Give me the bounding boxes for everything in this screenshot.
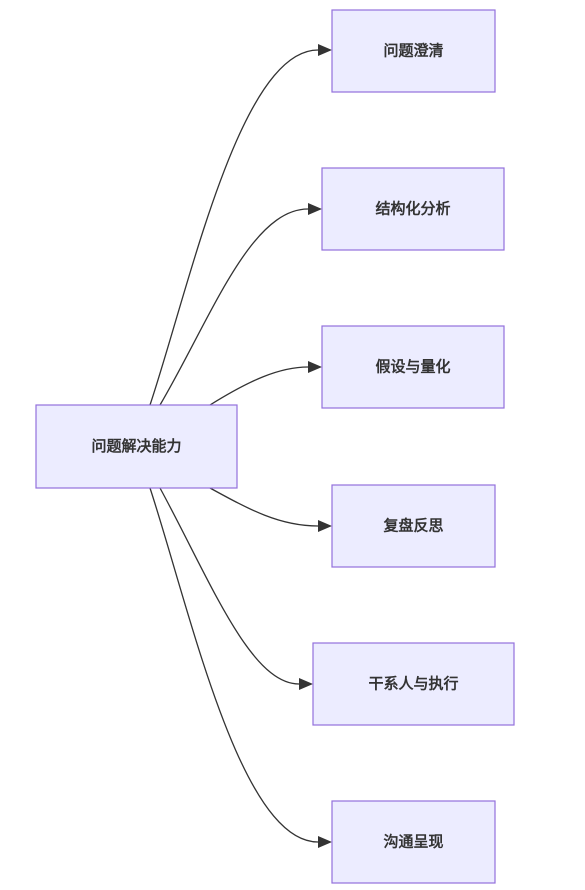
- child-node-5-label: 干系人与执行: [368, 675, 458, 693]
- edge-3-line: [209, 366, 309, 406]
- child-node-5[interactable]: 干系人与执行: [312, 642, 515, 726]
- edge-2: [159, 203, 322, 406]
- child-node-3[interactable]: 假设与量化: [321, 325, 505, 409]
- arrowhead-icon: [318, 836, 332, 848]
- child-node-4[interactable]: 复盘反思: [331, 484, 496, 568]
- child-node-3-label: 假设与量化: [375, 358, 450, 376]
- child-node-6-label: 沟通呈现: [383, 833, 443, 851]
- edge-5-line: [159, 487, 300, 685]
- child-node-2-label: 结构化分析: [375, 200, 450, 218]
- arrowhead-icon: [299, 678, 313, 690]
- arrowhead-icon: [308, 361, 322, 373]
- edge-1: [149, 44, 332, 406]
- edge-6-line: [149, 487, 319, 843]
- edge-3: [209, 361, 322, 406]
- arrowhead-icon: [318, 44, 332, 56]
- arrowhead-icon: [318, 520, 332, 532]
- edge-2-line: [159, 208, 309, 406]
- edges-layer: [149, 44, 332, 848]
- edge-6: [149, 487, 332, 848]
- child-node-4-label: 复盘反思: [382, 517, 443, 535]
- arrowhead-icon: [308, 203, 322, 215]
- child-node-1-label: 问题澄清: [383, 42, 443, 60]
- edge-4-line: [209, 487, 319, 527]
- child-node-1[interactable]: 问题澄清: [331, 9, 496, 93]
- edge-1-line: [149, 49, 319, 406]
- edge-4: [209, 487, 332, 532]
- nodes-layer: 问题解决能力 问题澄清 结构化分析 假设与量化 复盘反思 干系人与执行 沟通呈现: [35, 9, 515, 884]
- root-node-label: 问题解决能力: [91, 437, 181, 455]
- root-node[interactable]: 问题解决能力: [35, 404, 238, 489]
- edge-5: [159, 487, 313, 690]
- child-node-2[interactable]: 结构化分析: [321, 167, 505, 251]
- child-node-6[interactable]: 沟通呈现: [331, 800, 496, 884]
